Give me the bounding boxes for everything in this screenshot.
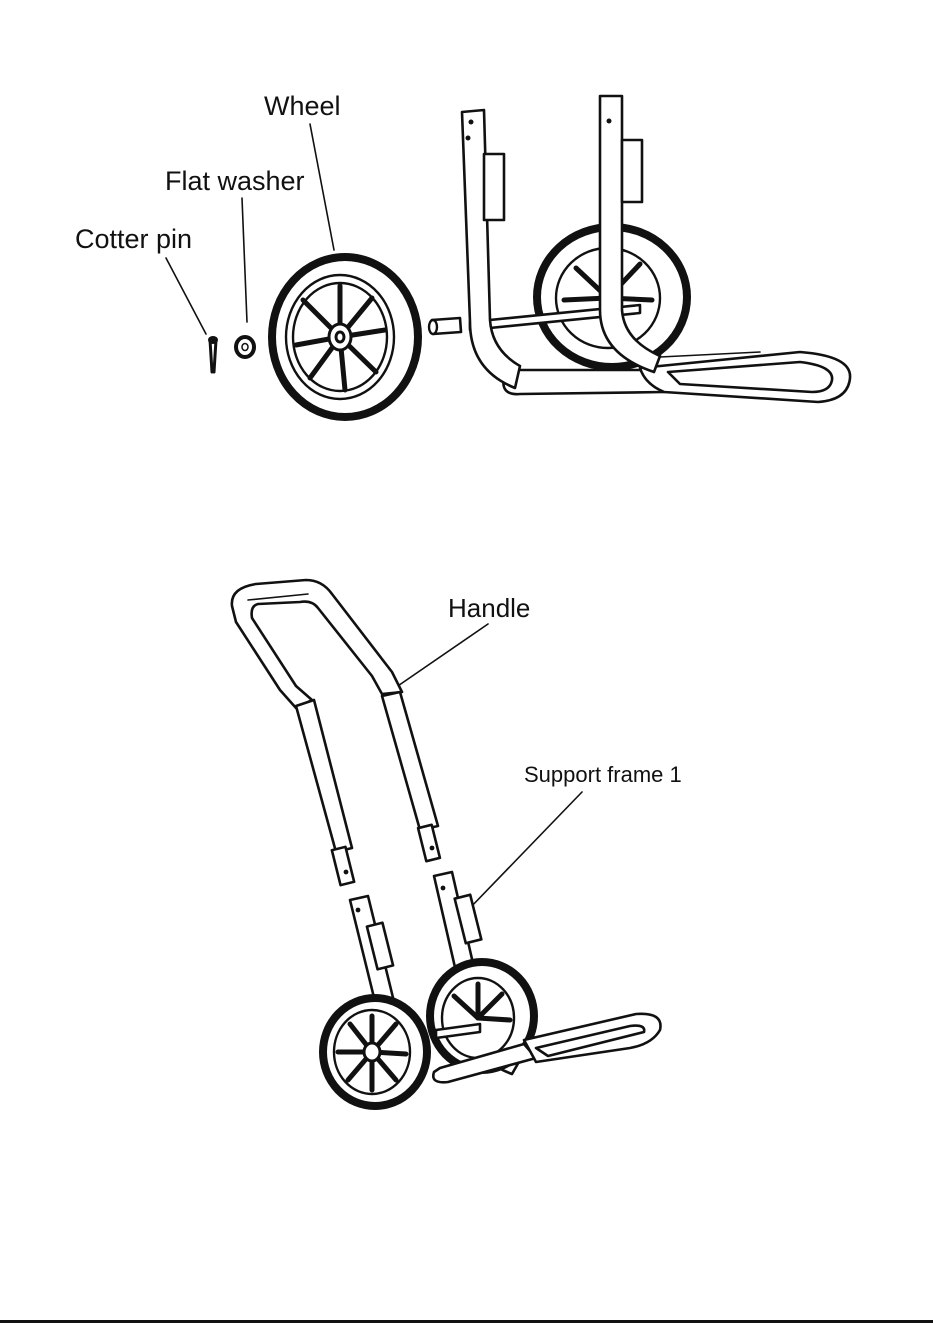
- handle-leader-line: [392, 624, 488, 690]
- base-plate: [503, 352, 850, 402]
- cotter-leader-line: [166, 258, 206, 334]
- figure-2-assembled-hand-truck: [232, 580, 661, 1106]
- washer-leader-line: [242, 198, 247, 322]
- wheel-leader-line: [310, 124, 334, 250]
- front-wheel: [272, 257, 418, 417]
- flat-washer-label: Flat washer: [165, 168, 305, 195]
- cotter-pin-label: Cotter pin: [75, 226, 192, 253]
- right-bracket: [622, 140, 642, 202]
- left-upright-tube: [462, 110, 520, 388]
- support-frame-label: Support frame 1: [524, 764, 682, 786]
- handle-label: Handle: [448, 595, 530, 621]
- assembled-front-wheel: [323, 998, 427, 1106]
- cotter-pin: [208, 336, 218, 372]
- flat-washer: [236, 337, 254, 357]
- page-bottom-rule: [0, 1320, 933, 1323]
- support-leader-line: [468, 792, 582, 910]
- axle-stub: [429, 318, 461, 334]
- wheel-label: Wheel: [264, 93, 341, 120]
- left-bracket: [484, 154, 504, 220]
- figure-1-wheel-attachment: [166, 96, 850, 417]
